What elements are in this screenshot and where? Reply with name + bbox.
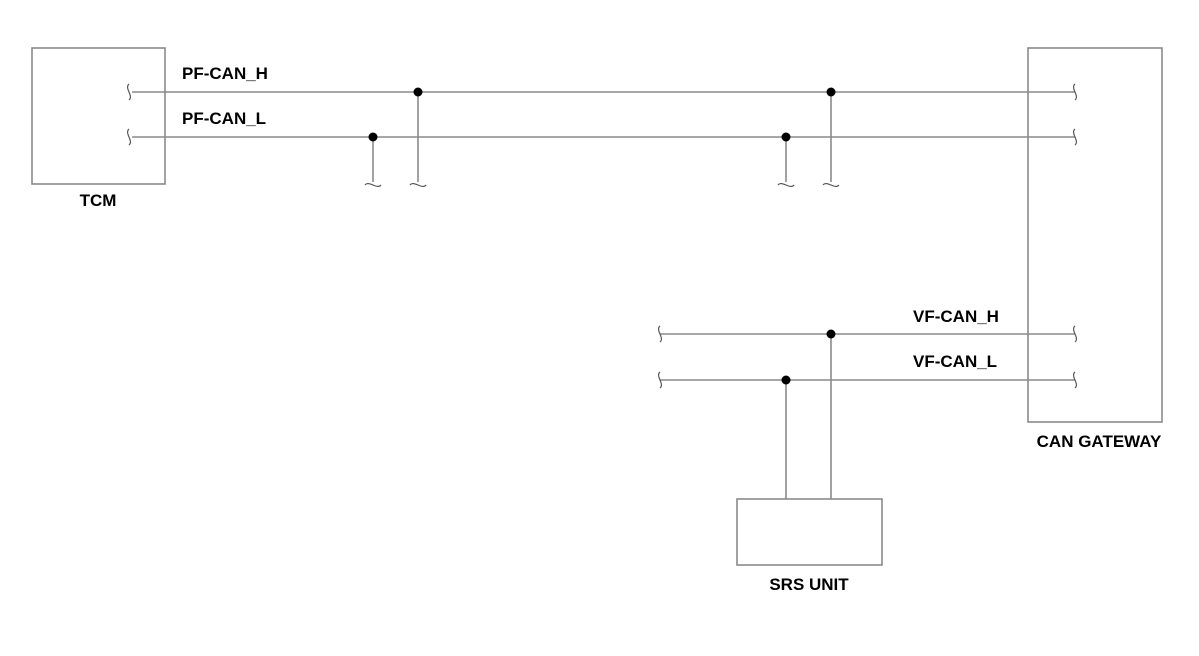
junction-dot: [826, 329, 836, 339]
pf-can-h-label: PF-CAN_H: [182, 64, 268, 83]
junction-dot: [413, 87, 423, 97]
wire-break-icon: [126, 83, 132, 101]
wire-break-icon: [657, 325, 663, 343]
vf-can-h-label: VF-CAN_H: [913, 307, 999, 326]
junction-dot: [781, 375, 791, 385]
junction-dot: [368, 132, 378, 142]
junction-dot: [826, 87, 836, 97]
wire-break-icon: [364, 182, 382, 188]
wire-break-icon: [777, 182, 795, 188]
can-gateway-box: [1027, 47, 1163, 423]
wire-break-icon: [1072, 371, 1078, 389]
can-gateway-label: CAN GATEWAY: [1037, 432, 1162, 451]
srs-unit-label: SRS UNIT: [769, 575, 849, 594]
wire-break-icon: [409, 182, 427, 188]
wire-break-icon: [1072, 325, 1078, 343]
wire-break-icon: [1072, 83, 1078, 101]
wire-break-icon: [1072, 128, 1078, 146]
junction-dot: [781, 132, 791, 142]
wire-break-icon: [822, 182, 840, 188]
srs-unit-box: [736, 498, 883, 566]
wire-break-icon: [657, 371, 663, 389]
tcm-box: [31, 47, 166, 185]
vf-can-l-label: VF-CAN_L: [913, 352, 997, 371]
wire-break-icon: [126, 128, 132, 146]
pf-can-l-label: PF-CAN_L: [182, 109, 266, 128]
tcm-label: TCM: [80, 191, 117, 210]
